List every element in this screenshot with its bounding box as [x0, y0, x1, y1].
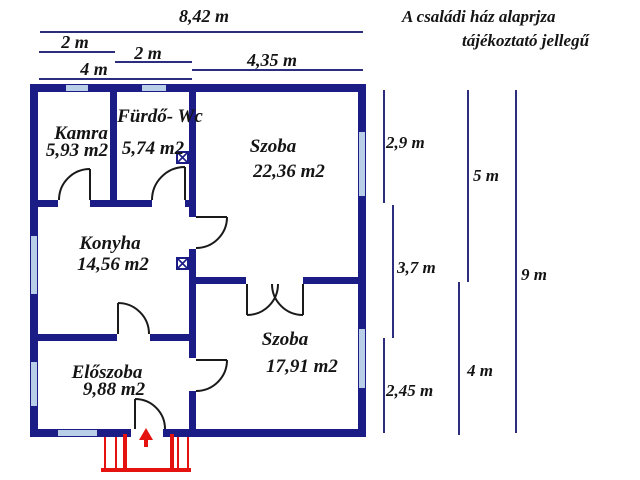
double-door-arc-left — [246, 283, 279, 316]
entrance-steps-lines — [104, 437, 189, 470]
dim-label-2m-left: 2 m — [61, 32, 89, 52]
room-area-szoba-2: 17,91 m2 — [266, 356, 338, 377]
entrance-arrow-icon — [139, 428, 153, 440]
wall-top — [30, 84, 366, 92]
room-area-eloszoba: 9,88 m2 — [82, 379, 146, 400]
dim-label-total-width: 8,42 m — [178, 6, 229, 26]
double-door-arc-right — [271, 283, 304, 316]
window-szoba2-right — [359, 329, 365, 388]
room-label-szoba-2: Szoba — [261, 329, 309, 350]
dim-line-3-7m — [392, 205, 394, 338]
dim-label-9m: 9 m — [521, 265, 547, 284]
wall-furdo-bottom — [185, 200, 196, 207]
dim-line-4m-top — [39, 78, 192, 80]
dim-label-3-7m: 3,7 m — [397, 258, 436, 277]
wall-center-upper — [189, 84, 196, 217]
room-label-szoba-1: Szoba — [249, 136, 297, 157]
wall-center-lower — [189, 391, 196, 437]
window-eloszoba-bottom — [58, 430, 97, 436]
dim-line-9m — [515, 90, 517, 433]
dim-label-4m-right: 4 m — [467, 361, 493, 380]
door-arc-konyha-eloszoba — [117, 302, 150, 335]
dim-line-2m-left — [39, 51, 115, 53]
wall-konyha-eloszoba-b — [150, 334, 196, 341]
wall-right — [358, 84, 366, 437]
door-arc-eloszoba-szoba — [195, 359, 228, 392]
dim-line-4m-right — [458, 282, 460, 435]
dim-label-2-9m: 2,9 m — [386, 133, 425, 152]
room-area-kamra: 5,93 m2 — [45, 140, 109, 161]
wall-konyha-eloszoba-a — [30, 334, 117, 341]
dim-label-2-45m: 2,45 m — [386, 381, 434, 400]
entrance-frame — [101, 434, 191, 472]
wall-kamra-furdo — [110, 84, 117, 207]
dim-line-4-35m — [192, 69, 363, 71]
dim-line-2-45m — [383, 338, 385, 433]
room-area-furdo-wc: 5,74 m2 — [121, 138, 185, 159]
door-arc-kamra — [58, 168, 91, 201]
window-konyha-left — [31, 236, 37, 294]
room-label-konyha: Konyha — [79, 233, 141, 254]
room-label-eloszoba: Előszoba — [71, 362, 143, 383]
plan-title-line1: A családi ház alaprjza — [402, 7, 556, 26]
dim-line-total-width — [40, 31, 363, 33]
wall-center-middle — [189, 249, 196, 358]
room-area-konyha: 14,56 m2 — [77, 254, 149, 275]
door-arc-furdo — [151, 166, 186, 201]
door-arc-konyha-szoba — [195, 216, 228, 249]
vent-icon — [176, 151, 189, 164]
room-area-szoba-1: 22,36 m2 — [253, 161, 325, 182]
dim-line-2m-mid — [115, 61, 192, 63]
window-furdo-top — [142, 85, 166, 91]
wall-kamra-bottom-b — [90, 200, 152, 207]
door-arc-entrance — [134, 398, 166, 430]
dim-label-5m: 5 m — [473, 166, 499, 185]
window-szoba1-right — [359, 132, 365, 196]
wall-szoba-szoba-b — [303, 277, 366, 284]
wall-kamra-bottom-a — [30, 200, 58, 207]
dim-line-5m — [467, 90, 469, 282]
room-label-kamra: Kamra — [54, 123, 108, 144]
vent-icon — [176, 257, 189, 270]
wall-szoba-szoba-a — [189, 277, 246, 284]
window-eloszoba-left — [31, 362, 37, 406]
dim-label-4-35m: 4,35 m — [246, 50, 297, 70]
plan-title-line2: tájékoztató jellegű — [462, 31, 590, 50]
wall-bottom-right-of-entrance — [163, 429, 366, 437]
dim-label-4m-top: 4 m — [80, 59, 108, 79]
dim-line-2-9m — [383, 90, 385, 203]
dim-label-2m-mid: 2 m — [134, 43, 162, 63]
window-kamra-top — [66, 85, 88, 91]
room-label-furdo-wc: Fürdő- Wc — [117, 106, 203, 127]
